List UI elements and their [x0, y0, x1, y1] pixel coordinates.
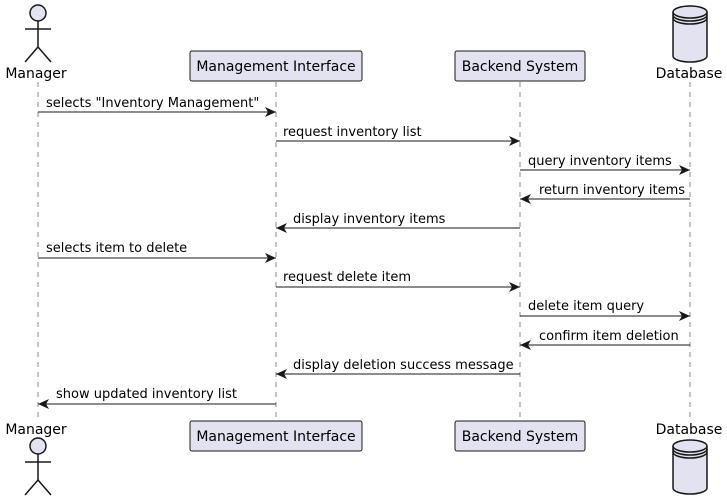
message: confirm item deletion [520, 329, 690, 350]
message-label: delete item query [528, 299, 644, 314]
message: selects item to delete [38, 241, 276, 263]
message-label: selects item to delete [46, 241, 187, 256]
messages: selects "Inventory Management" request i… [38, 96, 690, 409]
actor-manager-top: Manager [5, 4, 67, 82]
database-icon [672, 5, 708, 63]
message: request inventory list [276, 125, 520, 146]
participant-backend-system-top: Backend System [454, 50, 586, 82]
actor-icon [24, 437, 52, 496]
participant-label: Database [656, 422, 723, 438]
message-label: confirm item deletion [539, 329, 679, 344]
message-label: selects "Inventory Management" [46, 96, 259, 111]
message-label: display deletion success message [293, 358, 514, 373]
message: display deletion success message [276, 358, 520, 379]
participant-label: Database [656, 66, 723, 82]
message: selects "Inventory Management" [38, 96, 276, 117]
database-bottom: Database [656, 422, 723, 495]
participant-backend-system-bottom: Backend System [454, 420, 586, 452]
message: delete item query [520, 299, 690, 321]
participant-label: Management Interface [196, 429, 355, 445]
message-label: return inventory items [539, 183, 685, 198]
participant-management-interface-bottom: Management Interface [189, 420, 363, 452]
lifelines [37, 82, 691, 420]
participants-top: Manager Management Interface Backend Sys… [5, 4, 723, 82]
participants-bottom: Manager Management Interface Backend Sys… [5, 420, 723, 496]
message: show updated inventory list [38, 387, 276, 409]
message-label: display inventory items [293, 212, 446, 227]
message-label: show updated inventory list [56, 387, 237, 402]
participant-label: Manager [5, 66, 67, 82]
participant-label: Backend System [462, 429, 579, 445]
message: display inventory items [276, 212, 520, 233]
participant-label: Backend System [462, 59, 579, 75]
participant-label: Manager [5, 422, 67, 438]
message-label: request inventory list [283, 125, 422, 140]
participant-label: Management Interface [196, 59, 355, 75]
message-label: request delete item [283, 270, 411, 285]
message: query inventory items [520, 154, 690, 175]
message: return inventory items [520, 183, 690, 204]
message: request delete item [276, 270, 520, 292]
actor-manager-bottom: Manager [5, 422, 67, 496]
actor-icon [24, 4, 52, 63]
database-icon [672, 439, 708, 495]
message-label: query inventory items [528, 154, 672, 169]
participant-management-interface-top: Management Interface [189, 50, 363, 82]
database-top: Database [656, 5, 723, 82]
